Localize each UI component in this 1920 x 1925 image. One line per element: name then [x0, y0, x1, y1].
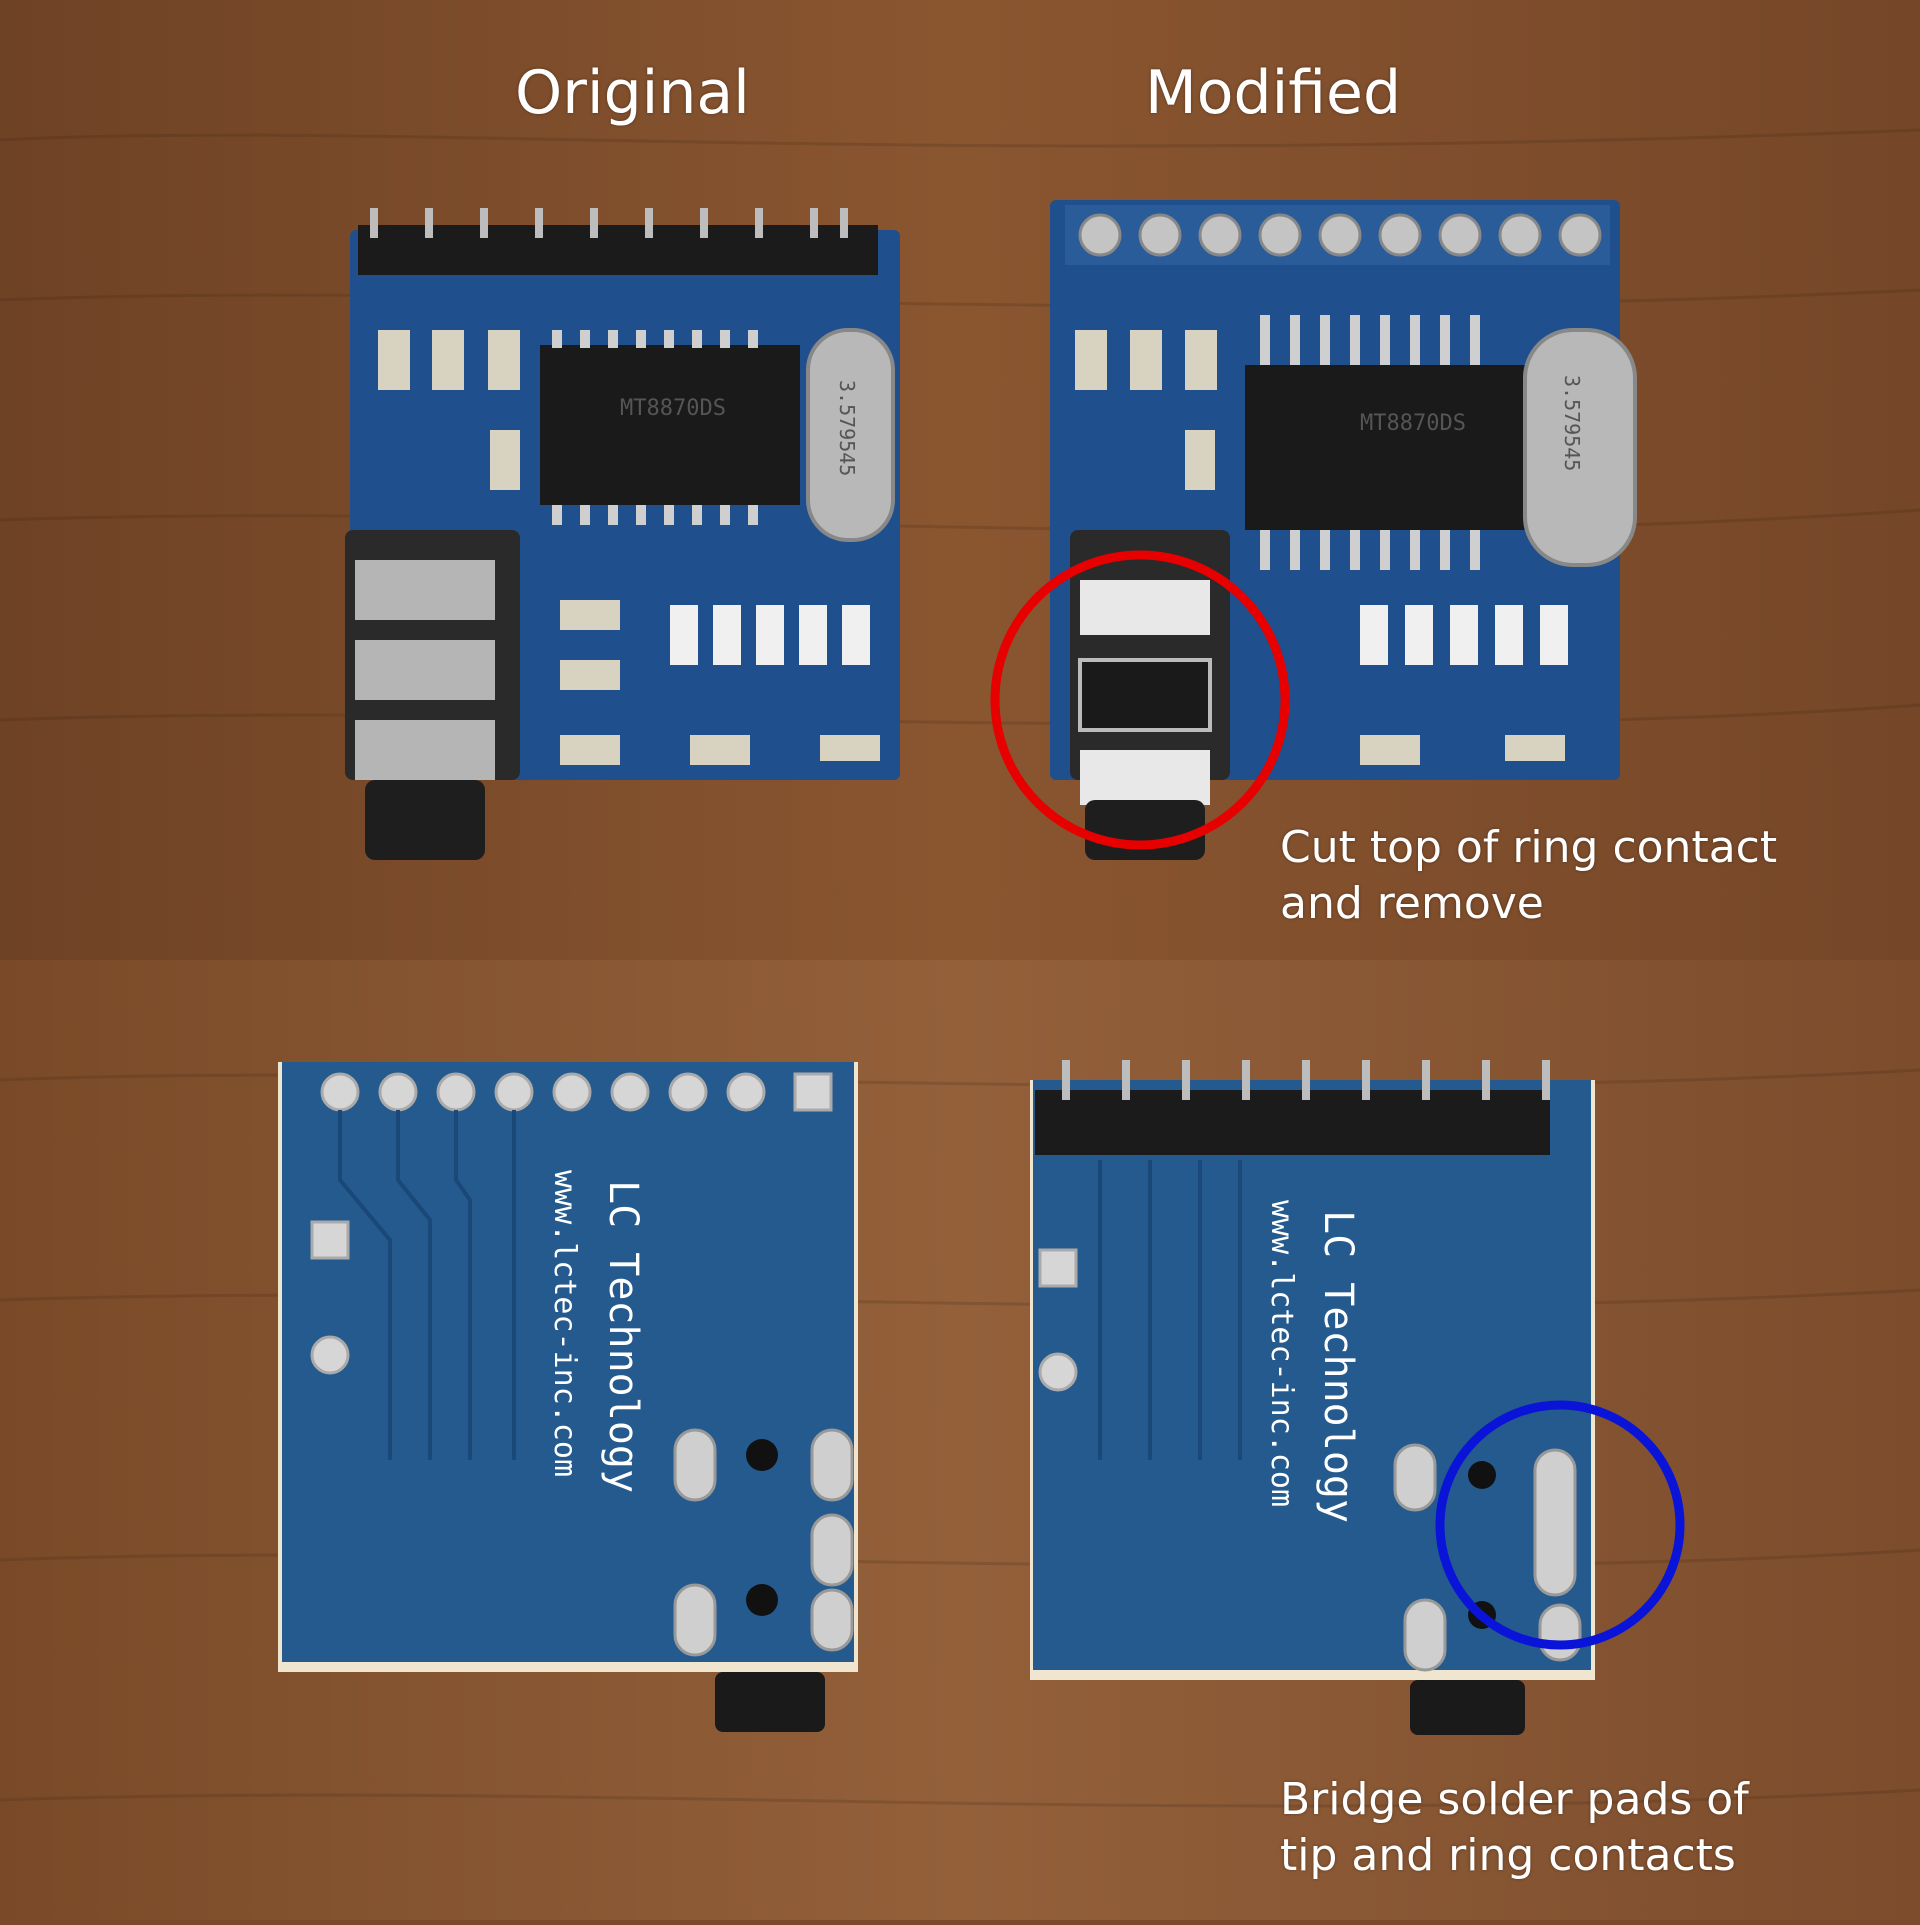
solder-bridge-highlight	[1435, 1400, 1685, 1650]
original-board-back: LC Technology www.lctec-inc.com	[278, 1062, 858, 1732]
ring-cut-note-line2: and remove	[1280, 878, 1544, 929]
svg-text:www.lctec-inc.com: www.lctec-inc.com	[1264, 1200, 1299, 1507]
ring-cut-note-line1: Cut top of ring contact	[1280, 822, 1778, 873]
modified-board-front: MT8870DS 3.579545	[1050, 200, 1637, 860]
svg-text:www.lctec-inc.com: www.lctec-inc.com	[547, 1170, 582, 1477]
ring-cut-note: Cut top of ring contact and remove	[1280, 820, 1777, 932]
bridge-note-line1: Bridge solder pads of	[1280, 1774, 1749, 1825]
original-board-front: MT8870DS 3.579545	[345, 208, 900, 860]
svg-text:LC Technology: LC Technology	[600, 1180, 646, 1493]
ring-contact-highlight	[990, 550, 1290, 850]
svg-text:3.579545: 3.579545	[835, 380, 859, 476]
modified-board-back: LC Technology www.lctec-inc.com	[1030, 1060, 1595, 1735]
bridge-note: Bridge solder pads of tip and ring conta…	[1280, 1772, 1749, 1884]
svg-text:LC Technology: LC Technology	[1315, 1210, 1361, 1523]
title-modified: Modified	[1145, 58, 1402, 128]
svg-text:MT8870DS: MT8870DS	[620, 396, 726, 421]
svg-text:MT8870DS: MT8870DS	[1360, 411, 1466, 436]
title-original: Original	[515, 58, 750, 128]
svg-text:3.579545: 3.579545	[1560, 375, 1584, 471]
bridge-note-line2: tip and ring contacts	[1280, 1830, 1736, 1881]
